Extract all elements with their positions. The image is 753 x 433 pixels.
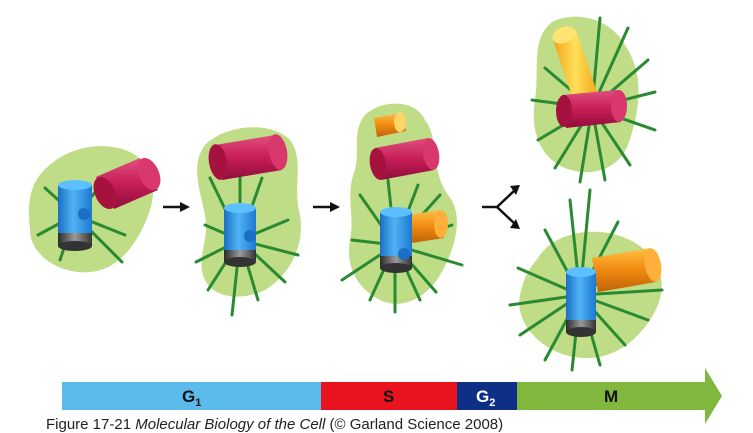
caption-figure-number: Figure 17-21 bbox=[46, 416, 132, 433]
figure-caption: Figure 17-21 Molecular Biology of the Ce… bbox=[46, 416, 503, 433]
centriole-yellow bbox=[552, 26, 598, 105]
centriole-orange bbox=[408, 210, 448, 243]
phase-segment-s bbox=[321, 382, 457, 410]
centriole-orange bbox=[592, 248, 662, 292]
phase-segment-g2 bbox=[457, 382, 517, 410]
centriole-blue bbox=[224, 203, 256, 267]
centriole-magenta bbox=[208, 134, 288, 180]
centriole-blue bbox=[380, 207, 412, 273]
caption-credit: (© Garland Science 2008) bbox=[329, 416, 504, 433]
cell-stage-3 bbox=[340, 103, 464, 314]
split-arrow-icon bbox=[482, 185, 520, 229]
centriole-yellow bbox=[374, 112, 406, 137]
phase-label-g1: G1 bbox=[182, 387, 201, 409]
centriole-magenta bbox=[93, 157, 161, 210]
cell-stage-2 bbox=[194, 127, 301, 317]
phase-label-g2: G2 bbox=[476, 387, 495, 409]
centriole-blue bbox=[566, 267, 596, 337]
right-arrow-icon bbox=[163, 202, 190, 212]
centriole-magenta bbox=[556, 90, 627, 128]
cell-stage-4-top bbox=[530, 16, 657, 184]
centriole-magenta bbox=[369, 138, 440, 180]
cell-cycle-phase-bar: G1 S G2 M bbox=[62, 368, 722, 424]
caption-book-title: Molecular Biology of the Cell bbox=[135, 416, 326, 433]
centriole-blue bbox=[58, 180, 92, 251]
phase-segment-g1 bbox=[62, 382, 321, 410]
cell-stage-1 bbox=[29, 146, 161, 273]
phase-label-s: S bbox=[383, 387, 394, 406]
phase-segment-m bbox=[517, 368, 722, 424]
phase-label-m: M bbox=[604, 387, 618, 406]
cell-stage-4-bottom bbox=[508, 188, 664, 372]
right-arrow-icon bbox=[313, 202, 340, 212]
